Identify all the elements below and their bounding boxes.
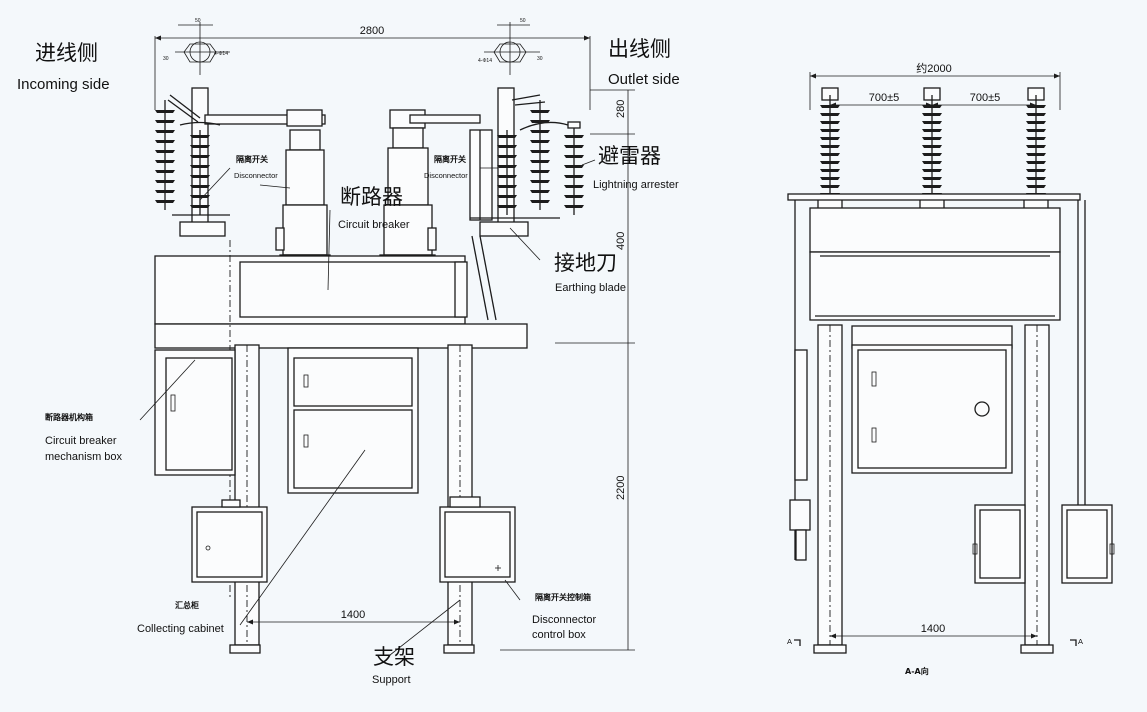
section-marker-left: A xyxy=(787,637,801,646)
side-cabinet xyxy=(851,325,1013,474)
left-insulator-2 xyxy=(190,130,210,215)
left-flange-detail: 50 4-Φ14 30 xyxy=(163,18,230,75)
collecting-cabinet xyxy=(191,499,268,583)
front-view: 2800 50 4-Φ14 30 50 4-Φ14 30 xyxy=(17,18,680,686)
dim-pitch-right: 700±5 xyxy=(970,92,1001,104)
side-box-left xyxy=(972,504,1026,584)
left-insulator-1 xyxy=(155,100,175,210)
svg-text:A: A xyxy=(787,637,792,646)
dim-side-1400: 1400 xyxy=(921,623,945,635)
label-disconnector-left-cn: 隔离开关 xyxy=(236,154,268,164)
dim-1400: 1400 xyxy=(341,609,365,621)
label-collecting-en: Collecting cabinet xyxy=(137,623,224,635)
label-incoming-cn: 进线侧 xyxy=(35,41,98,65)
right-insulator-1 xyxy=(497,130,517,215)
label-breaker-en: Circuit breaker xyxy=(338,219,410,231)
right-vertical-dims: 280 400 2200 xyxy=(500,89,635,651)
breaker-mechanism-box xyxy=(154,349,236,476)
lightning-arrester xyxy=(519,121,584,215)
label-mech-box-en-2: mechanism box xyxy=(45,451,123,463)
label-mech-box-cn: 断路器机构箱 xyxy=(45,412,93,422)
label-disc-ctrl-en-1: Disconnector xyxy=(532,614,597,626)
svg-text:280: 280 xyxy=(615,100,627,118)
svg-text:50: 50 xyxy=(520,18,526,24)
label-breaker-cn: 断路器 xyxy=(340,185,403,209)
side-view: 约2000 700±5 700±5 xyxy=(787,62,1115,676)
svg-text:4-Φ14: 4-Φ14 xyxy=(214,51,228,57)
side-support-legs xyxy=(813,324,1054,654)
disconnector-control-box xyxy=(439,496,516,583)
label-disc-ctrl-en-2: control box xyxy=(532,629,586,641)
side-left-mech-box xyxy=(789,349,811,561)
label-disconnector-left-en: Disconnector xyxy=(234,171,278,180)
label-mech-box-en-1: Circuit breaker xyxy=(45,435,117,447)
left-disconnector xyxy=(155,87,326,237)
dim-2000: 约2000 xyxy=(916,62,951,75)
section-marker-right: A xyxy=(1070,637,1083,646)
right-insulator-2 xyxy=(530,100,550,210)
side-breaker-body xyxy=(809,251,1061,321)
right-disconnector xyxy=(469,87,560,321)
label-support-en: Support xyxy=(372,674,411,686)
label-section-view: A-A向 xyxy=(905,666,929,676)
svg-text:30: 30 xyxy=(537,56,543,62)
label-incoming-en: Incoming side xyxy=(17,76,110,93)
label-outlet-en: Outlet side xyxy=(608,71,680,88)
label-arrester-cn: 避雷器 xyxy=(598,144,661,168)
label-arrester-en: Lightning arrester xyxy=(593,179,679,191)
label-earthing-cn: 接地刀 xyxy=(554,251,617,275)
svg-text:4-Φ14: 4-Φ14 xyxy=(478,58,492,64)
svg-text:A: A xyxy=(1078,637,1083,646)
label-support-cn: 支架 xyxy=(373,645,415,669)
svg-text:30: 30 xyxy=(163,56,169,62)
svg-text:50: 50 xyxy=(195,18,201,24)
side-top-plate xyxy=(787,193,1081,201)
side-pole-2 xyxy=(919,87,945,211)
main-crossbeam xyxy=(154,323,528,349)
label-earthing-en: Earthing blade xyxy=(555,282,626,294)
label-disconnector-right-cn: 隔离开关 xyxy=(434,154,466,164)
svg-text:2200: 2200 xyxy=(615,476,627,500)
right-flange-detail: 50 4-Φ14 30 xyxy=(478,18,543,75)
dim-pitch-left: 700±5 xyxy=(869,92,900,104)
side-pole-1 xyxy=(817,87,843,211)
label-disconnector-right-en: Disconnector xyxy=(424,171,468,180)
label-disc-ctrl-cn: 隔离开关控制箱 xyxy=(535,592,591,602)
side-box-right xyxy=(1061,504,1115,584)
leader-lines xyxy=(139,159,596,656)
svg-text:400: 400 xyxy=(615,232,627,250)
dim-2800: 2800 xyxy=(360,25,384,37)
label-collecting-cn: 汇总柜 xyxy=(175,600,199,610)
breaker-pole-left xyxy=(275,129,331,270)
side-pole-3 xyxy=(1023,87,1049,211)
label-outlet-cn: 出线侧 xyxy=(608,37,671,61)
central-cabinet xyxy=(287,347,419,494)
